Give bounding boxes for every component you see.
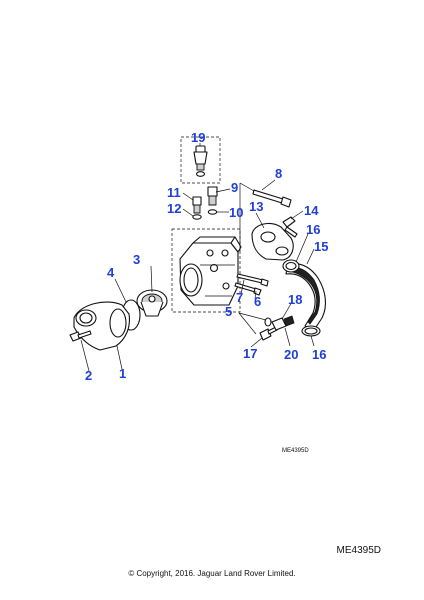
bolt-8 [252, 189, 292, 208]
callout-6: 6 [254, 294, 261, 309]
callout-15: 15 [314, 239, 328, 254]
hose-clip-16-upper [282, 259, 300, 273]
washer-12 [192, 214, 202, 220]
callout-16-upper: 16 [306, 222, 320, 237]
sender-9 [207, 186, 218, 215]
thermostat-housing [179, 236, 242, 306]
callout-8: 8 [275, 166, 282, 181]
callout-19: 19 [191, 130, 205, 145]
callout-14: 14 [304, 203, 319, 218]
callout-1: 1 [119, 366, 126, 381]
callout-7: 7 [236, 290, 243, 305]
callout-9: 9 [231, 180, 238, 195]
thermostat-3 [136, 289, 168, 317]
callout-10: 10 [229, 205, 243, 220]
bolt-14 [282, 216, 298, 238]
hose-15 [285, 262, 327, 331]
callout-20: 20 [284, 347, 298, 362]
callout-4: 4 [107, 265, 115, 280]
leader-lines [80, 143, 315, 372]
callout-12: 12 [167, 201, 181, 216]
sensor-19-group-box [180, 136, 221, 184]
hose-clip-16-lower [301, 325, 321, 337]
bleed-screw-20 [264, 315, 295, 331]
callout-11: 11 [167, 185, 181, 200]
callout-3: 3 [133, 252, 140, 267]
copyright-notice: © Copyright, 2016. Jaguar Land Rover Lim… [128, 569, 296, 578]
temperature-sensor-19 [193, 145, 208, 177]
housing-group-box [171, 228, 241, 313]
sender-11 [192, 196, 202, 220]
callout-13: 13 [249, 199, 263, 214]
drawing-code: ME4395D [336, 545, 381, 556]
washer-10 [207, 209, 218, 215]
inner-drawing-code: ME4395D [282, 448, 309, 454]
outlet-elbow-13 [251, 222, 294, 261]
callout-17: 17 [243, 346, 257, 361]
bolt-2 [69, 330, 92, 342]
cover-1 [73, 301, 130, 351]
screw-17 [259, 326, 278, 341]
bolt-7 [236, 273, 269, 287]
callout-18: 18 [288, 292, 302, 307]
callout-5: 5 [225, 304, 232, 319]
callout-2: 2 [85, 368, 92, 383]
callout-16-lower: 16 [312, 347, 326, 362]
